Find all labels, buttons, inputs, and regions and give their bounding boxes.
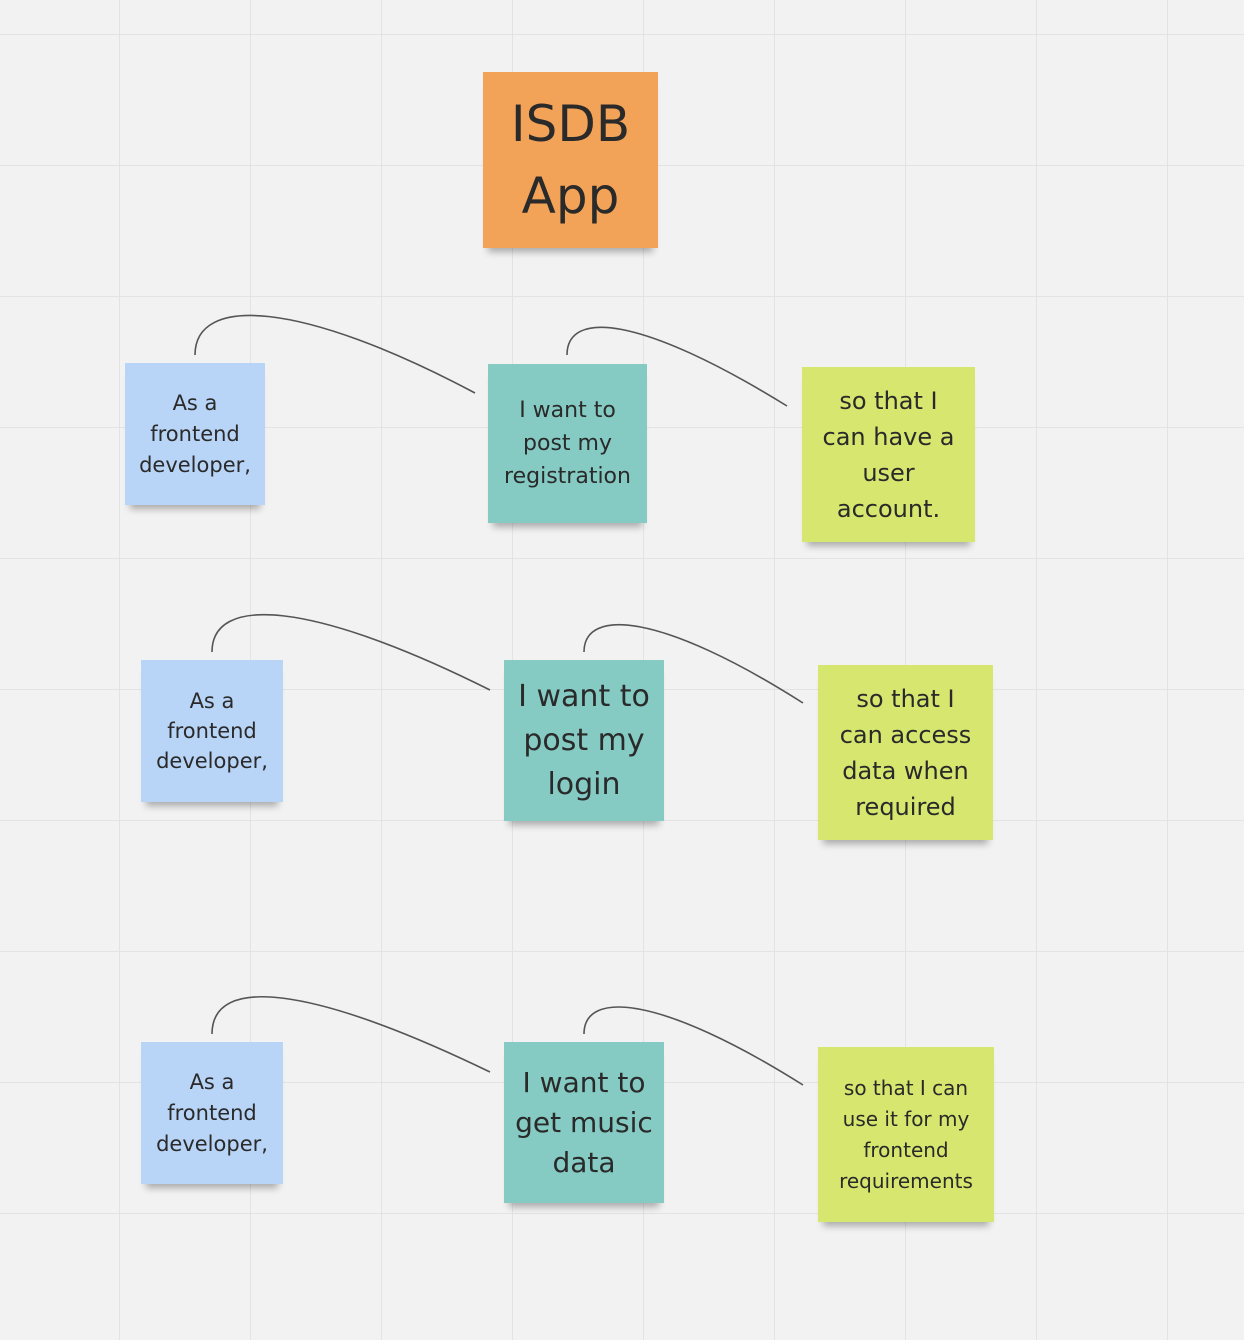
want-text: I want to post my registration bbox=[504, 398, 631, 489]
benefit-text: so that I can use it for my frontend req… bbox=[839, 1075, 973, 1193]
connector-r3-want-to-benefit bbox=[583, 1006, 804, 1086]
sticky-note-role-2[interactable]: As a frontend developer, bbox=[141, 660, 283, 802]
title-text: ISDB App bbox=[510, 95, 631, 225]
connector-r1-want-to-benefit bbox=[566, 326, 788, 407]
want-text: I want to get music data bbox=[515, 1065, 653, 1179]
want-text: I want to post my login bbox=[518, 678, 650, 802]
connector-r3-role-to-want bbox=[211, 995, 491, 1073]
benefit-text: so that I can access data when required bbox=[839, 684, 972, 821]
sticky-note-want-1[interactable]: I want to post my registration bbox=[488, 364, 647, 523]
sticky-note-benefit-3[interactable]: so that I can use it for my frontend req… bbox=[818, 1047, 994, 1222]
sticky-note-benefit-1[interactable]: so that I can have a user account. bbox=[802, 367, 975, 542]
role-text: As a frontend developer, bbox=[139, 390, 251, 477]
role-text: As a frontend developer, bbox=[156, 689, 268, 773]
role-text: As a frontend developer, bbox=[156, 1069, 268, 1156]
sticky-note-want-2[interactable]: I want to post my login bbox=[504, 660, 664, 821]
sticky-note-role-3[interactable]: As a frontend developer, bbox=[141, 1042, 283, 1184]
connector-r2-role-to-want bbox=[211, 613, 491, 691]
benefit-text: so that I can have a user account. bbox=[822, 386, 955, 523]
sticky-note-benefit-2[interactable]: so that I can access data when required bbox=[818, 665, 993, 840]
sticky-note-title[interactable]: ISDB App bbox=[483, 72, 658, 248]
sticky-note-want-3[interactable]: I want to get music data bbox=[504, 1042, 664, 1203]
connector-r2-want-to-benefit bbox=[583, 623, 804, 704]
connector-r1-role-to-want bbox=[194, 314, 476, 394]
sticky-note-role-1[interactable]: As a frontend developer, bbox=[125, 363, 265, 505]
